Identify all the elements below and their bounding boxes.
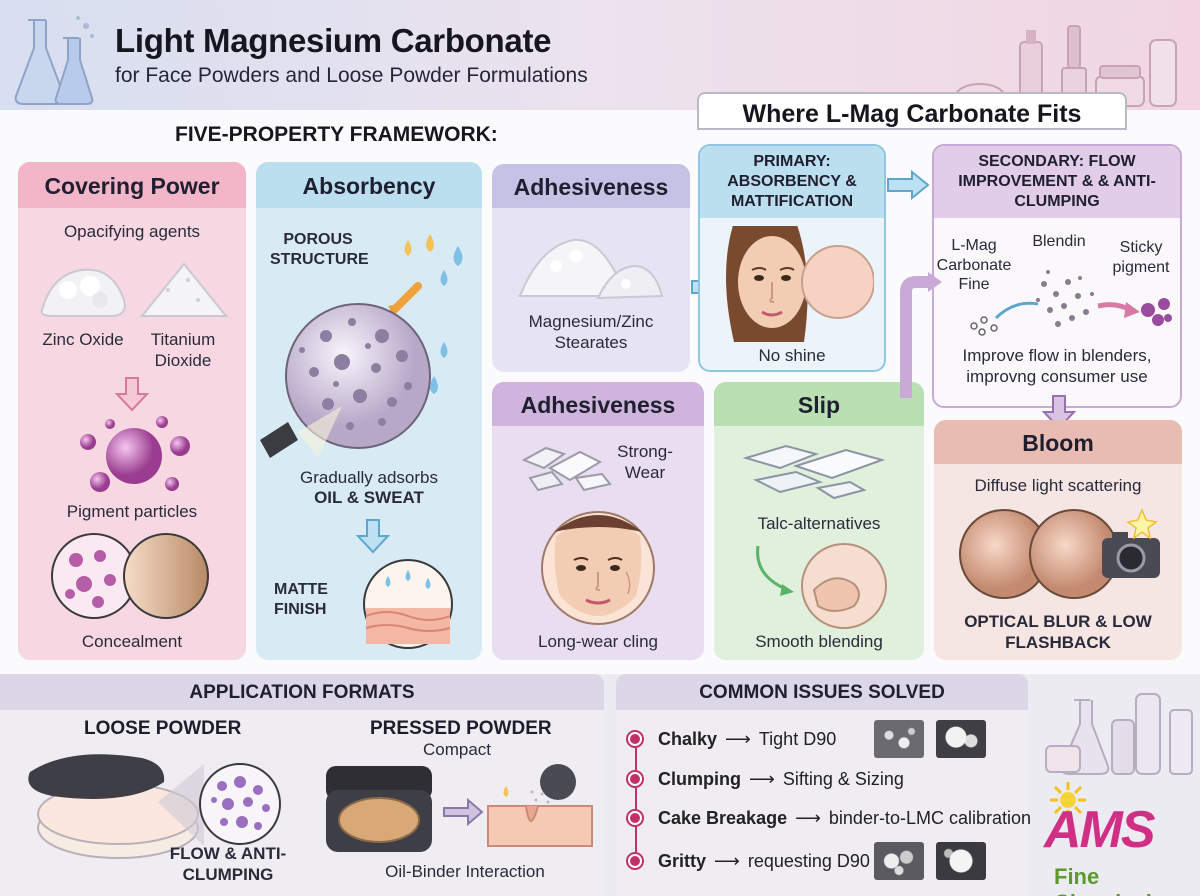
adhesiveness-title-1: Adhesiveness <box>492 164 690 208</box>
connector-arrow-icon <box>900 272 942 398</box>
sun-burst-icon <box>1050 782 1086 818</box>
gradually-adsorbs-label: Gradually adsorbs <box>300 468 438 487</box>
face-cling-icon <box>541 511 655 625</box>
stearate-powder-icon <box>518 238 664 300</box>
concealment-label: Concealment <box>81 632 183 651</box>
porous-sphere-icon <box>260 234 463 458</box>
arrow-right-icon: ⟶ <box>725 728 751 749</box>
absorbency-panel: Absorbency POROUS STRUCTURE Gradually ad… <box>256 162 482 660</box>
secondary-panel: SECONDARY: FLOW IMPROVEMENT & & ANTI-CLU… <box>932 144 1182 408</box>
micrograph-thumbnail <box>874 842 924 880</box>
flakes-icon <box>521 446 612 492</box>
issue-item: Cake Breakage ⟶ binder-to-LMC calibratio… <box>628 803 1031 833</box>
covering-power-panel: Covering Power Opacifying agents Zinc Ox… <box>18 162 246 660</box>
matte-finish-label: MATTE FINISH <box>274 581 328 618</box>
opacifying-label: Opacifying agents <box>63 222 201 241</box>
adhesiveness-panel-2: Adhesiveness Strong-Wear Long-wear cling <box>492 382 704 660</box>
micrograph-thumbnail <box>936 720 986 758</box>
primary-panel: PRIMARY: ABSORBENCY & MATTIFICATION No s… <box>698 144 886 372</box>
page-title: Light Magnesium Carbonate <box>115 22 552 59</box>
optical-blur-label: OPTICAL BLUR & LOW FLASHBACK <box>964 612 1152 652</box>
secondary-title: SECONDARY: FLOW IMPROVEMENT & & ANTI-CLU… <box>934 146 1180 218</box>
talc-alternatives-label: Talc-alternatives <box>757 514 881 533</box>
lab-glassware-icon <box>1045 693 1193 775</box>
oil-sweat-label: OIL & SWEAT <box>314 488 424 507</box>
arrow-right-icon: ⟶ <box>795 807 821 828</box>
issue-problem: Cake Breakage <box>658 807 788 828</box>
arrow-right-icon <box>887 170 930 200</box>
no-shine-label: No shine <box>758 346 826 365</box>
common-issues-title: COMMON ISSUES SOLVED <box>616 674 1028 710</box>
sticky-pigment-label: Sticky pigment <box>1112 239 1170 276</box>
improve-flow-label: Improve flow in blenders, improvng consu… <box>962 346 1152 386</box>
blendin-label: Blendin <box>1032 233 1086 250</box>
loose-powder-icon <box>28 754 281 859</box>
bloom-panel: Bloom Diffuse light scattering OPTICAL B… <box>934 420 1182 660</box>
zinc-oxide-label: Zinc Oxide <box>42 330 124 349</box>
slip-title: Slip <box>714 382 924 426</box>
pressed-powder-icon <box>326 764 593 852</box>
issue-solution: Tight D90 <box>758 728 837 749</box>
pigment-particles-icon <box>80 416 190 492</box>
finger-blend-icon <box>756 543 887 629</box>
issue-bullet <box>628 772 642 786</box>
lab-flask-icon <box>14 16 94 105</box>
slip-panel: Slip Talc-alternatives Smooth blending <box>714 382 924 660</box>
framework-label: FIVE-PROPERTY FRAMEWORK: <box>175 123 498 146</box>
absorbency-title: Absorbency <box>256 162 482 208</box>
arrow-down-icon <box>114 377 150 412</box>
application-formats-panel: APPLICATION FORMATS LOOSE POWDER FLOW & … <box>0 674 604 896</box>
strong-wear-label: Strong-Wear <box>617 442 673 482</box>
flow-particles-icon <box>970 270 1172 336</box>
bloom-title: Bloom <box>934 420 1182 464</box>
arrow-right-icon: ⟶ <box>714 850 740 871</box>
talc-flakes-icon <box>742 444 886 500</box>
titanium-dioxide-label: Titanium Dioxide <box>150 330 216 370</box>
long-wear-cling-label: Long-wear cling <box>537 632 658 651</box>
issue-solution: binder-to-LMC calibration <box>828 807 1031 828</box>
pigment-particles-label: Pigment particles <box>66 502 198 521</box>
compact-label: Compact <box>422 740 492 759</box>
issue-item: Chalky ⟶ Tight D90 <box>628 724 836 754</box>
issue-problem: Chalky <box>658 728 718 749</box>
fits-divider <box>697 128 1127 130</box>
issue-bullet <box>628 811 642 825</box>
skin-layer-icon <box>363 559 453 649</box>
issue-solution: Sifting & Sizing <box>782 768 904 789</box>
logo-name: Fine Chemicals <box>1054 864 1164 896</box>
oil-binder-label: Oil-Binder Interaction <box>385 862 545 881</box>
page-subtitle: for Face Powders and Loose Powder Formul… <box>115 64 588 87</box>
logo-mark: AMS <box>1044 801 1156 859</box>
lmag-fine-label: L-Mag Carbonate Fine <box>936 237 1012 294</box>
issues-timeline <box>635 734 637 864</box>
issue-item: Gritty ⟶ requesting D90 <box>628 846 870 876</box>
concealment-icon <box>51 533 209 619</box>
issue-problem: Clumping <box>658 768 741 789</box>
issue-bullet <box>628 732 642 746</box>
micrograph-thumbnail <box>874 720 924 758</box>
issue-item: Clumping ⟶ Sifting & Sizing <box>628 764 904 794</box>
flow-anticlumping-label: FLOW & ANTI-CLUMPING <box>169 844 287 884</box>
skin-blur-icon <box>959 507 1160 599</box>
diffuse-light-label: Diffuse light scattering <box>974 476 1142 495</box>
arrow-right-icon: ⟶ <box>749 768 775 789</box>
arrow-down-icon <box>356 519 390 554</box>
loose-powder-label: LOOSE POWDER <box>84 718 242 739</box>
fits-title: Where L-Mag Carbonate Fits <box>697 92 1127 130</box>
adhesiveness-title-2: Adhesiveness <box>492 382 704 426</box>
covering-power-title: Covering Power <box>18 162 246 208</box>
porous-structure-label: POROUS STRUCTURE <box>270 231 369 268</box>
issue-solution: requesting D90 <box>747 850 870 871</box>
powder-piles-icon <box>40 262 228 317</box>
pressed-powder-label: PRESSED POWDER <box>370 718 552 739</box>
face-no-shine-icon <box>726 226 874 342</box>
smooth-blending-label: Smooth blending <box>755 632 883 651</box>
issue-problem: Gritty <box>658 850 707 871</box>
micrograph-thumbnail <box>936 842 986 880</box>
issue-bullet <box>628 854 642 868</box>
stearates-label: Magnesium/Zinc Stearates <box>528 312 654 352</box>
adhesiveness-panel-1: Adhesiveness Magnesium/Zinc Stearates <box>492 164 690 372</box>
application-formats-title: APPLICATION FORMATS <box>0 674 604 710</box>
primary-title: PRIMARY: ABSORBENCY & MATTIFICATION <box>700 146 884 218</box>
